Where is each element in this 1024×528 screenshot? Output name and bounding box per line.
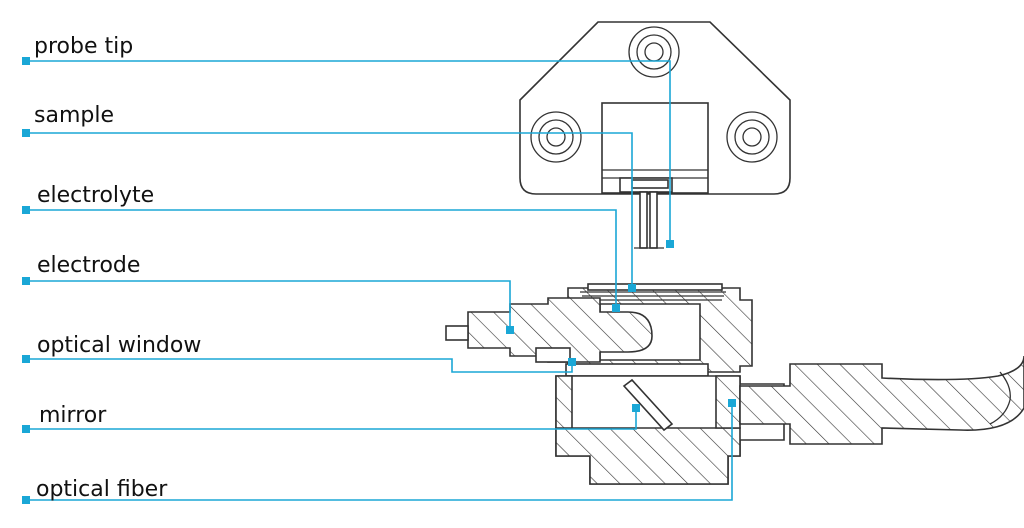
label-optical-fiber: optical fiber — [36, 477, 168, 502]
mirror — [622, 378, 674, 432]
leader-electrode-start-marker — [22, 277, 30, 285]
sample-layer — [587, 283, 723, 291]
leader-mirror — [26, 408, 637, 430]
leader-probe-tip-end-marker — [666, 240, 674, 248]
screw-hole-left — [530, 111, 582, 163]
leader-optical-fiber — [26, 403, 733, 501]
optical-fiber — [739, 355, 1024, 445]
leader-probe-tip — [26, 60, 671, 244]
electrode-rod — [467, 297, 653, 363]
leader-optical-fiber-end-marker — [728, 399, 736, 407]
leader-optical-window — [26, 358, 573, 373]
leader-electrode-end-marker — [506, 326, 514, 334]
optical-window — [565, 363, 709, 377]
label-optical-window: optical window — [37, 333, 201, 358]
electrochemical-cell — [445, 283, 1024, 485]
leader-lines — [22, 57, 736, 504]
leader-optical-window-start-marker — [22, 355, 30, 363]
leader-optical-fiber-start-marker — [22, 496, 30, 504]
probe-tip — [634, 191, 664, 249]
label-electrolyte: electrolyte — [37, 183, 154, 208]
leader-mirror-start-marker — [22, 425, 30, 433]
label-electrode: electrode — [37, 253, 140, 278]
leader-sample-start-marker — [22, 129, 30, 137]
screw-hole-right — [726, 111, 778, 163]
leader-mirror-end-marker — [632, 404, 640, 412]
probe-holder — [519, 21, 791, 249]
leader-electrode — [26, 280, 511, 330]
leader-sample-end-marker — [628, 284, 636, 292]
label-probe-tip: probe tip — [34, 34, 133, 59]
leader-electrolyte-end-marker — [612, 304, 620, 312]
leader-electrolyte-start-marker — [22, 206, 30, 214]
leader-sample — [26, 132, 633, 288]
leader-probe-tip-start-marker — [22, 57, 30, 65]
label-mirror: mirror — [39, 403, 107, 428]
leader-electrolyte — [26, 209, 617, 308]
label-sample: sample — [34, 103, 114, 128]
leader-optical-window-end-marker — [568, 358, 576, 366]
